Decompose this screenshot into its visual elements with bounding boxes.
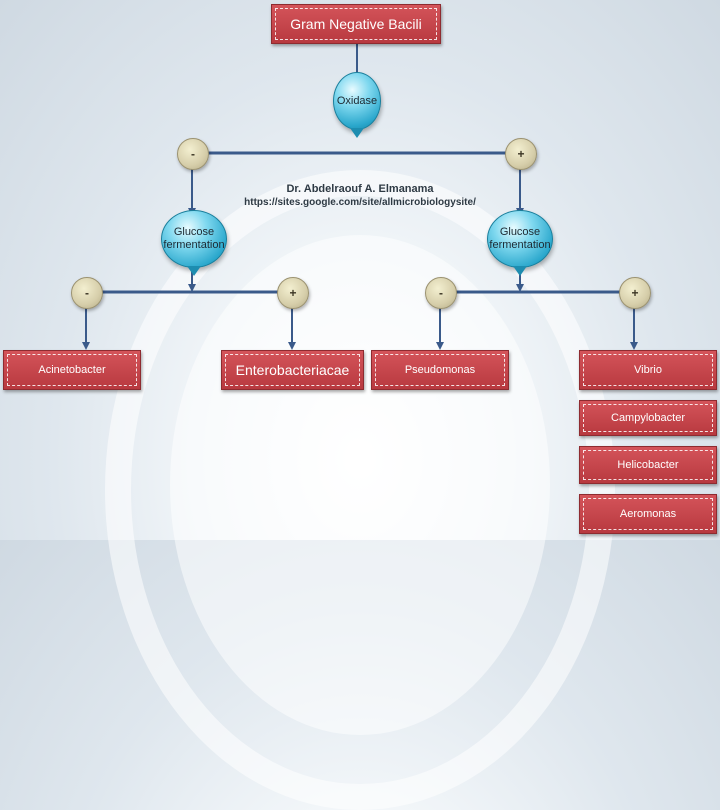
- author-credit: Dr. Abdelraouf A. Elmanama https://sites…: [180, 182, 540, 210]
- glucose-right-positive-sign: +: [619, 277, 651, 309]
- glucose-right-negative-sign: -: [425, 277, 457, 309]
- result-helicobacter: Helicobacter: [579, 446, 717, 484]
- glucose-fermentation-left: Glucose fermentation: [161, 210, 227, 276]
- oxidase-test: Oxidase: [333, 72, 381, 138]
- glucose-left-positive-sign: +: [277, 277, 309, 309]
- glucose-left-label: Glucose fermentation: [163, 226, 225, 251]
- result-campylobacter: Campylobacter: [579, 400, 717, 436]
- result-enterobacteriaceae: Enterobacteriacae: [221, 350, 364, 390]
- oxidase-negative-sign: -: [177, 138, 209, 170]
- glucose-right-label: Glucose fermentation: [489, 226, 551, 251]
- glucose-left-negative-sign: -: [71, 277, 103, 309]
- oxidase-positive-sign: +: [505, 138, 537, 170]
- result-pseudomonas: Pseudomonas: [371, 350, 509, 390]
- oxidase-label: Oxidase: [336, 94, 378, 107]
- connector-lines: [82, 44, 638, 350]
- result-aeromonas: Aeromonas: [579, 494, 717, 534]
- title-text: Gram Negative Bacili: [290, 16, 422, 32]
- author-name: Dr. Abdelraouf A. Elmanama: [286, 183, 434, 195]
- author-url: https://sites.google.com/site/allmicrobi…: [244, 197, 476, 208]
- title-box: Gram Negative Bacili: [271, 4, 441, 44]
- result-acinetobacter: Acinetobacter: [3, 350, 141, 390]
- glucose-fermentation-right: Glucose fermentation: [487, 210, 553, 276]
- result-vibrio: Vibrio: [579, 350, 717, 390]
